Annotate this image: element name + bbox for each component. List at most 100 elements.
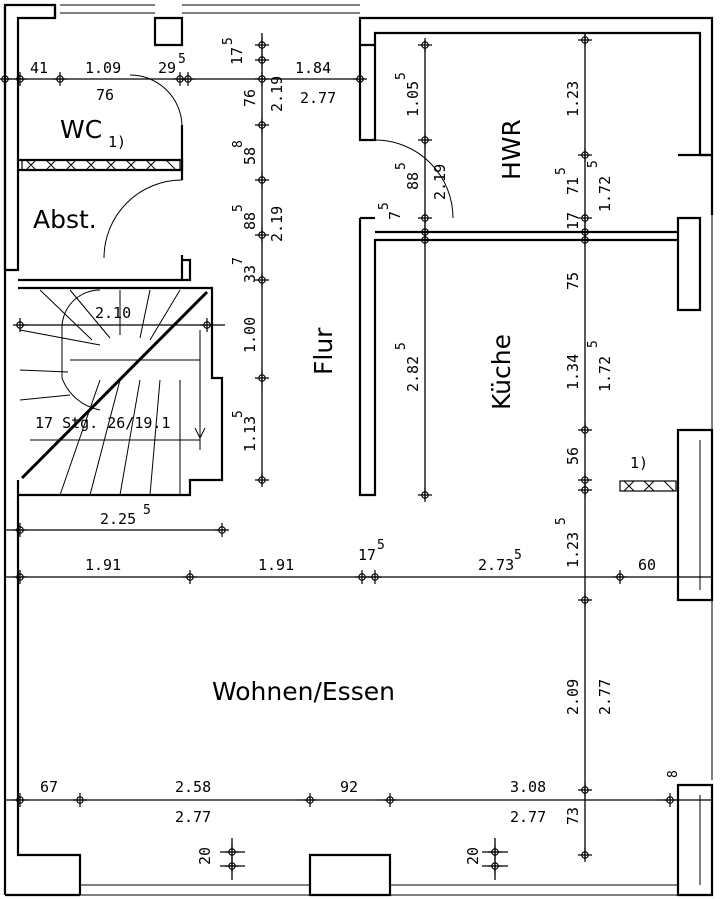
- dim-k-1-23-sup: 5: [554, 517, 569, 525]
- room-label-wohnen-essen: Wohnen/Essen: [212, 677, 395, 706]
- dim-hwr-2-19: 2.19: [431, 164, 449, 200]
- dim-bot-2-77b: 2.77: [510, 808, 546, 826]
- dim-bot-20a: 20: [196, 847, 214, 865]
- dim-bot-20b: 20: [464, 847, 482, 865]
- dimension-tick-cross: [418, 133, 432, 147]
- dimension-ticks: [0, 33, 677, 873]
- dim-flur-88-sup: 5: [231, 204, 246, 212]
- dimension-tick-cross: [368, 570, 382, 584]
- dim-k-1-34: 1.34: [564, 354, 582, 390]
- hatch-wc: [21, 159, 181, 171]
- doors: [103, 74, 454, 259]
- dim-row-2-73-sup: 5: [514, 548, 522, 563]
- dimension-tick-cross: [255, 173, 269, 187]
- dimension-tick-cross: [255, 371, 269, 385]
- dim-hwr-71-sup: 5: [554, 167, 569, 175]
- dim-bot-73: 73: [564, 807, 582, 825]
- dimension-tick-cross: [73, 793, 87, 807]
- dimension-tick-cross: [578, 211, 592, 225]
- dimension-tick-cross: [383, 793, 397, 807]
- dim-stair-2-10: 2.10: [95, 304, 131, 322]
- dim-k-2-82-sup: 5: [394, 342, 409, 350]
- dim-flur-76: 76: [241, 89, 259, 107]
- dimension-tick-cross: [663, 793, 677, 807]
- dim-w-2-77: 2.77: [596, 679, 614, 715]
- dimension-tick-cross: [303, 793, 317, 807]
- staircase: [19, 289, 209, 496]
- dim-w-2-09: 2.09: [564, 679, 582, 715]
- dimension-tick-cross: [255, 53, 269, 67]
- dim-2-77-top: 2.77: [300, 89, 336, 107]
- dim-hwr-7: 7: [386, 211, 404, 220]
- dimension-tick-cross: [578, 423, 592, 437]
- outer-walls: [3, 3, 714, 897]
- dimension-tick-cross: [255, 473, 269, 487]
- dim-2-25-sup: 5: [143, 503, 151, 518]
- dimension-tick-cross: [578, 593, 592, 607]
- room-label-wc: WC: [60, 115, 102, 144]
- dim-flur-58-sup: 8: [231, 140, 246, 148]
- dimension-tick-cross: [53, 72, 67, 86]
- dimension-tick-cross: [13, 793, 27, 807]
- dim-bot-67: 67: [40, 778, 58, 796]
- dim-flur-33: 33: [241, 265, 259, 283]
- dim-41: 41: [30, 59, 48, 77]
- dimension-tick-cross: [418, 233, 432, 247]
- dim-k-17: 17: [564, 212, 582, 230]
- dim-hwr-1-72-sup: 5: [586, 160, 601, 168]
- dimension-tick-cross: [488, 845, 502, 859]
- dim-flur-1-00: 1.00: [241, 317, 259, 353]
- dim-flur-88: 88: [241, 212, 259, 230]
- dim-flur-1-13-sup: 5: [231, 410, 246, 418]
- dim-flur-17: 17: [228, 47, 246, 65]
- dimension-tick-cross: [355, 570, 369, 584]
- room-label-kueche: Küche: [487, 334, 516, 410]
- dimension-tick-cross: [255, 38, 269, 52]
- dim-row-60: 60: [638, 556, 656, 574]
- dim-bot-92: 92: [340, 778, 358, 796]
- dim-29-sup: 5: [178, 52, 186, 67]
- dim-bot-2-77a: 2.77: [175, 808, 211, 826]
- dimension-tick-cross: [578, 148, 592, 162]
- dimension-tick-cross: [200, 318, 214, 332]
- dimension-tick-cross: [225, 845, 239, 859]
- dimension-tick-cross: [613, 570, 627, 584]
- dimension-tick-cross: [225, 859, 239, 873]
- dim-flur-2-19a: 2.19: [268, 76, 286, 112]
- dimension-tick-cross: [13, 523, 27, 537]
- dim-hwr-1-05-sup: 5: [394, 72, 409, 80]
- dimension-tick-cross: [13, 318, 27, 332]
- dimension-tick-cross: [578, 783, 592, 797]
- note-kitchen: 1): [630, 454, 648, 472]
- dim-k-75: 75: [564, 272, 582, 290]
- dimension-tick-cross: [353, 72, 367, 86]
- dimension-tick-cross: [578, 233, 592, 247]
- dimension-tick-cross: [255, 118, 269, 132]
- dim-row-17-sup: 5: [377, 538, 385, 553]
- dimension-tick-cross: [255, 72, 269, 86]
- dim-29: 29: [158, 59, 176, 77]
- dim-k-1-72: 1.72: [596, 356, 614, 392]
- dim-hwr-71: 71: [564, 177, 582, 195]
- dim-flur-1-13: 1.13: [241, 416, 259, 452]
- room-label-abst: Abst.: [33, 205, 97, 234]
- dimension-tick-cross: [578, 848, 592, 862]
- dimension-tick-cross: [215, 523, 229, 537]
- dimension-tick-cross: [578, 33, 592, 47]
- dim-flur-2-19b: 2.19: [268, 206, 286, 242]
- dim-hwr-88-sup: 5: [394, 162, 409, 170]
- dim-1-84: 1.84: [295, 59, 331, 77]
- dim-k-1-23: 1.23: [564, 532, 582, 568]
- dim-row-1-91a: 1.91: [85, 556, 121, 574]
- dimension-tick-cross: [255, 273, 269, 287]
- dim-row-2-73: 2.73: [478, 556, 514, 574]
- dim-bot-2-58: 2.58: [175, 778, 211, 796]
- dimension-tick-cross: [13, 72, 27, 86]
- dim-flur-33-sup: 7: [231, 257, 246, 265]
- dim-hwr-1-72: 1.72: [596, 176, 614, 212]
- dim-flur-17-sup: 5: [221, 37, 236, 45]
- hatch-kitchen: [619, 480, 677, 492]
- dim-hwr-88: 88: [404, 172, 422, 190]
- dimension-tick-cross: [0, 72, 12, 86]
